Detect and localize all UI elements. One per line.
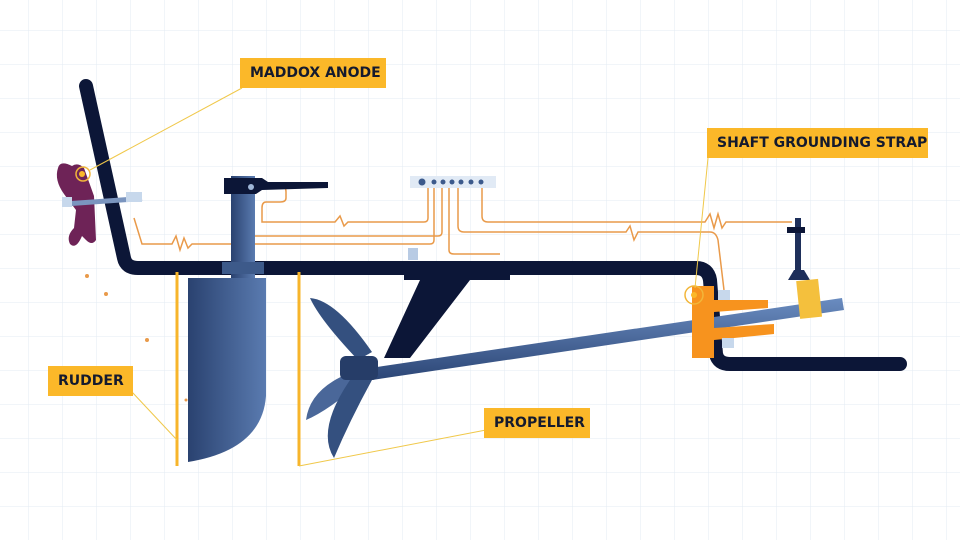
bus-bar-terminals — [418, 178, 484, 186]
label-rudder: RUDDER — [48, 366, 133, 396]
debris-dots — [85, 274, 188, 402]
rudder-leader-line — [131, 391, 178, 441]
hull — [79, 79, 907, 371]
propeller-leader-line — [298, 429, 487, 467]
shaft-strut — [384, 262, 510, 358]
label-propeller: PROPELLER — [484, 408, 590, 438]
anode-nut — [62, 197, 72, 207]
engine-ground-post — [787, 218, 823, 319]
strap-point — [691, 292, 697, 298]
anode-nut — [126, 192, 142, 202]
propeller — [306, 298, 378, 458]
bonding-wires — [133, 184, 792, 291]
hull-bolt — [408, 248, 418, 260]
anode-leader-line — [89, 87, 243, 171]
label-maddox-anode: MADDOX ANODE — [240, 58, 386, 88]
rudder-collar — [222, 262, 264, 274]
rudder-blade — [188, 278, 266, 462]
strap-highlight — [684, 285, 704, 305]
label-shaft-grounding-strap: SHAFT GROUNDING STRAP — [707, 128, 928, 158]
anode-bolt — [62, 196, 143, 207]
strap-leader-line — [694, 157, 709, 289]
tiller-terminal — [248, 184, 254, 190]
propeller-shaft — [370, 298, 844, 380]
tiller-arm — [224, 178, 328, 194]
anode-highlight — [75, 166, 91, 182]
anode-point — [79, 171, 85, 177]
